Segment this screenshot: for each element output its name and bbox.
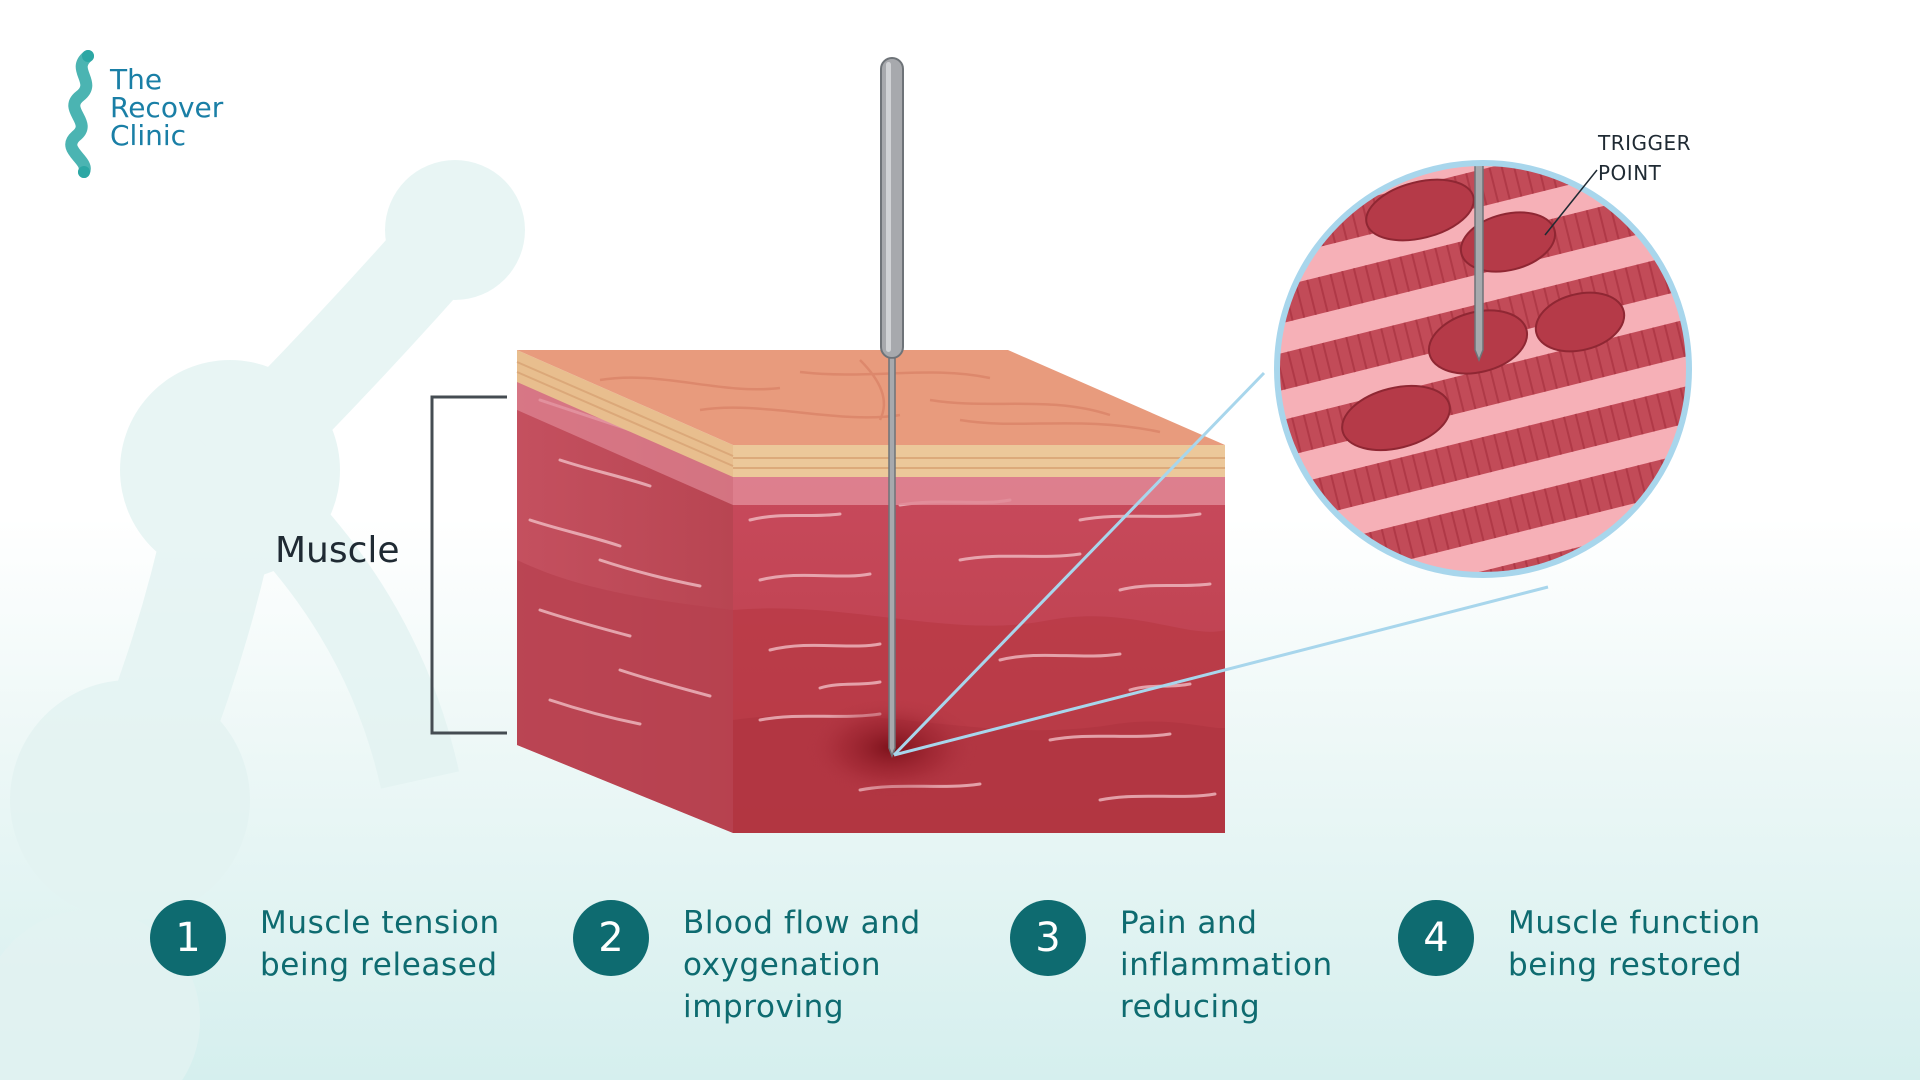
step-line: being restored [1508,947,1743,983]
step-line: improving [683,989,845,1025]
brand-line-1: The [110,63,163,96]
step-number-badge: 4 [1398,900,1474,976]
step-line: reducing [1120,989,1261,1025]
muscle-bracket [430,395,507,735]
step-2: 2 Blood flow and oxygenation improving [573,900,921,1028]
fat-layer-front [733,445,1225,477]
step-line: inflammation [1120,947,1333,983]
brand-line-3: Clinic [110,119,187,152]
trigger-point-leader [1544,169,1598,236]
benefit-steps: 1 Muscle tension being released 2 Blood … [0,900,1920,1050]
step-line: Pain and [1120,905,1258,941]
step-line: Muscle function [1508,905,1761,941]
fat-layer-side [517,350,733,477]
step-number-badge: 3 [1010,900,1086,976]
step-line: Blood flow and [683,905,921,941]
background-blobs [0,160,525,1080]
brand-line-2: Recover [110,91,224,124]
trigger-point-label: TRIGGER POINT [1598,128,1691,188]
muscle-label: Muscle [275,530,400,571]
step-number-badge: 1 [150,900,226,976]
step-1: 1 Muscle tension being released [150,900,500,986]
step-4: 4 Muscle function being restored [1398,900,1761,986]
step-description: Pain and inflammation reducing [1120,902,1333,1028]
step-line: being released [260,947,498,983]
magnifier-lines [892,371,1549,757]
logo-icon [65,50,94,178]
step-3: 3 Pain and inflammation reducing [1010,900,1333,1028]
trigger-point-line-2: POINT [1598,161,1662,185]
brand-logo: The Recover Clinic [110,66,223,150]
step-description: Muscle function being restored [1508,902,1761,986]
step-number-badge: 2 [573,900,649,976]
skin-texture [599,359,1161,434]
needle-icon [880,57,904,759]
skin-top [517,350,1225,445]
step-description: Muscle tension being released [260,902,500,986]
step-description: Blood flow and oxygenation improving [683,902,921,1028]
step-line: oxygenation [683,947,882,983]
step-line: Muscle tension [260,905,500,941]
trigger-point-line-1: TRIGGER [1598,131,1692,155]
magnifier-lens [1274,160,1692,578]
